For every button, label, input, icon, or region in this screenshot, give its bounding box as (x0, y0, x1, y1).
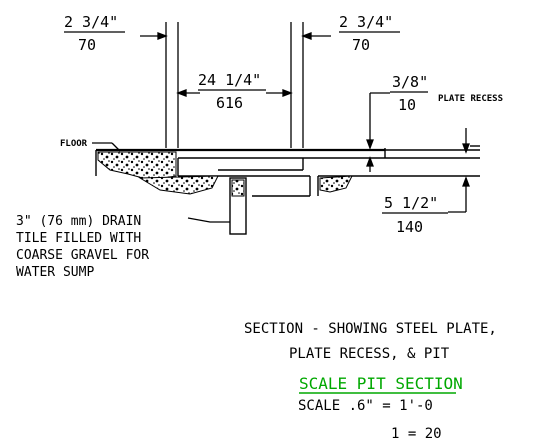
drain-label-line4: WATER SUMP (16, 265, 94, 280)
annotation-labels: PLATE RECESS FLOOR 3" (76 mm) DRAIN TILE… (16, 94, 503, 280)
depth-in: 5 1/2" (384, 194, 438, 212)
left-width-mm: 70 (78, 36, 96, 54)
caption-heading: SCALE PIT SECTION (299, 374, 463, 393)
center-width-mm: 616 (216, 94, 243, 112)
extension-lines (165, 22, 304, 148)
caption-ratio: 1 = 20 (391, 426, 442, 442)
pit-structure (95, 145, 480, 235)
caption-line1: SECTION - SHOWING STEEL PLATE, (244, 321, 497, 337)
drain-label-line2: TILE FILLED WITH (16, 231, 141, 246)
dimension-labels: 2 3/4" 70 2 3/4" 70 24 1/4" 616 3/8" 10 … (64, 13, 448, 236)
drain-label-line1: 3" (76 mm) DRAIN (16, 214, 141, 229)
plate-recess-label: PLATE RECESS (438, 94, 503, 104)
dimension-arrows (140, 32, 470, 213)
recess-in: 3/8" (392, 73, 428, 91)
caption-block: SECTION - SHOWING STEEL PLATE, PLATE REC… (244, 321, 497, 442)
recess-mm: 10 (398, 96, 416, 114)
right-width-mm: 70 (352, 36, 370, 54)
leader-lines (92, 142, 230, 223)
caption-scale: SCALE .6" = 1'-0 (298, 398, 433, 414)
drain-label-line3: COARSE GRAVEL FOR (16, 248, 149, 263)
left-width-in: 2 3/4" (64, 13, 118, 31)
floor-label: FLOOR (60, 139, 88, 149)
center-width-in: 24 1/4" (198, 71, 261, 89)
right-width-in: 2 3/4" (339, 13, 393, 31)
gravel-fill (97, 151, 353, 197)
caption-line2: PLATE RECESS, & PIT (289, 346, 450, 362)
depth-mm: 140 (396, 218, 423, 236)
